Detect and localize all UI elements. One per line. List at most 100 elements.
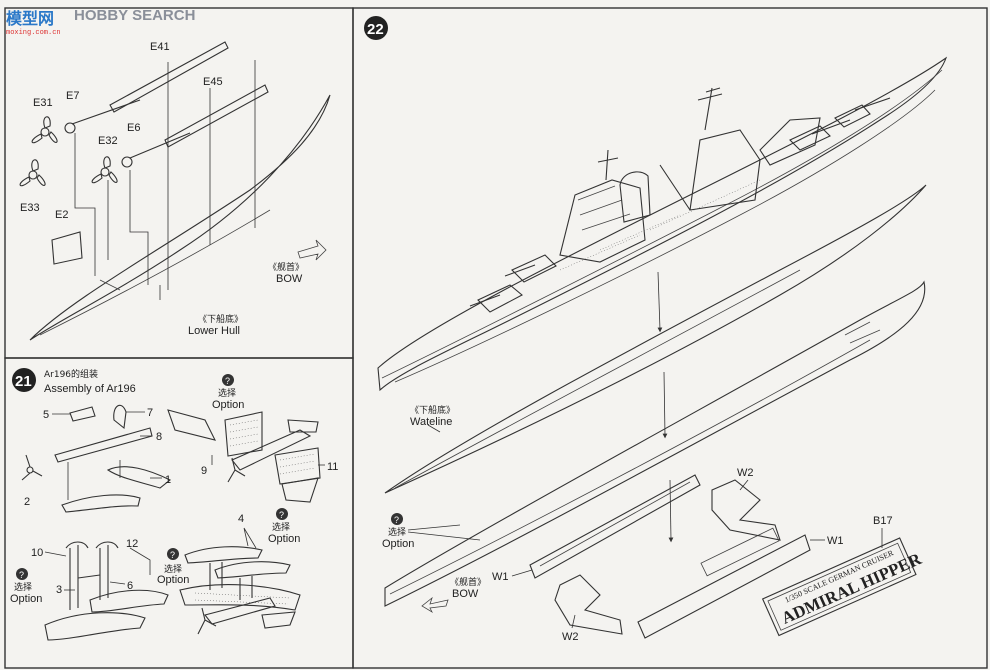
panel-aircraft-frame [4,357,354,669]
label-e6: E6 [127,122,140,134]
aft-superstructure [689,129,761,211]
propeller-plane-1 [227,457,246,483]
turret-c [789,125,831,151]
bow-arrow-hull [297,239,327,261]
step-21-badge [12,368,36,392]
rudder-e2 [51,231,83,265]
option-marker-4 [167,548,179,560]
shaft-e7 [64,99,141,134]
label-11: 11 [327,461,338,473]
deck-line [381,69,943,379]
lower-hull-line [389,339,871,595]
float-right [89,589,169,613]
watermark-cn: 模型网 [6,9,54,28]
step-22-number: 22 [367,21,384,38]
option-2-cn: 选择 [272,521,290,533]
ship-upper-hull [377,56,948,392]
option-4-en: Option [157,574,189,586]
wing-panel-11 [274,447,321,485]
label-b17: B17 [873,515,893,527]
float-plane-lower [214,561,291,579]
label-bow-cn: 《舰首》 [268,261,304,273]
option-marker-5 [391,513,403,525]
wing-right [281,477,319,503]
stand-w1-slot [700,527,780,577]
lower-hull-part [29,94,331,341]
option-3-cn: 选择 [14,581,32,593]
fuselage-part [54,427,153,463]
option-marker-1 [222,374,234,386]
panel-ship-frame [352,7,988,669]
option-5-en: Option [382,538,414,550]
folded-wing-left [167,409,217,441]
option-marker-3 [16,568,28,580]
label-1: 1 [165,474,171,486]
turret-a [477,284,523,313]
option-marker-2 [276,508,288,520]
label-e33: E33 [20,202,40,214]
label-w1-right: W1 [827,535,844,547]
bridge-structure [559,179,646,263]
option-1-cn: 选择 [218,387,236,399]
option-5-cn: 选择 [388,526,406,538]
ship-panel: 22 [364,16,948,643]
shaft-e6 [121,132,191,168]
label-2: 2 [24,496,30,508]
hull-side-line [394,89,936,383]
hull-panel: E41 E45 E31 E7 E32 E6 E33 E2 《舰首》 BOW 《下… [19,41,331,341]
propeller-ar196 [21,454,43,481]
step-21-title-en: Assembly of Ar196 [44,383,136,395]
label-ship-bow-cn: 《舰首》 [450,576,486,588]
option-3-en: Option [10,593,42,605]
lower-hull-detail [844,321,881,344]
step-21-number: 21 [15,373,32,390]
panel-hull-frame [4,7,354,359]
turret-d [834,104,871,128]
label-6: 6 [127,580,133,592]
waterline-plate [384,184,927,494]
stand-w2-lower [554,574,623,635]
option-2-en: Option [268,533,300,545]
option-mark-5: ? [394,515,399,525]
aircraft-panel: 21 Ar196的组装 Assembly of Ar196 5 7 8 1 2 … [10,368,338,641]
option-4-cn: 选择 [164,563,182,575]
label-w2-bottom: W2 [562,631,579,643]
step-21-title-cn: Ar196的组装 [44,368,98,380]
stand-w1-upper [529,474,701,579]
ar196-body [231,429,312,471]
float-plane-body [204,597,276,625]
float-part-2 [61,494,141,513]
foremast [597,149,619,181]
watermark-en: HOBBY SEARCH [74,7,195,24]
label-w1-left: W1 [492,571,509,583]
label-9: 9 [201,465,207,477]
label-e41: E41 [150,41,170,53]
option-1-en: Option [212,399,244,411]
ship-lower-hull [384,280,926,607]
option-mark-2: ? [279,510,284,520]
float-plane-tail [261,611,296,629]
float-plane-upper [184,546,263,564]
stand-w1-lower [637,534,811,639]
label-wl-cn: 《下船底》 [410,404,455,416]
propeller-e33 [19,159,46,187]
option-mark-3: ? [19,570,24,580]
label-w2-top: W2 [737,467,754,479]
step-22-badge [364,16,388,40]
label-e2: E2 [55,209,68,221]
label-7: 7 [147,407,153,419]
label-lower-hull-cn: 《下船底》 [198,313,243,325]
label-ship-bow-en: BOW [452,588,479,600]
aft-control [759,117,821,166]
option-mark-4: ? [170,550,175,560]
label-8: 8 [156,431,162,443]
float-plane-wing [179,584,301,611]
label-4: 4 [238,513,244,525]
hull-detail [99,279,121,291]
label-10: 10 [31,547,43,559]
label-bow-en: BOW [276,273,303,285]
propeller-e31 [31,116,58,144]
option-mark-1: ? [225,376,230,386]
watermark: 模型网 HOBBY SEARCH moxing.com.cn [6,7,195,37]
